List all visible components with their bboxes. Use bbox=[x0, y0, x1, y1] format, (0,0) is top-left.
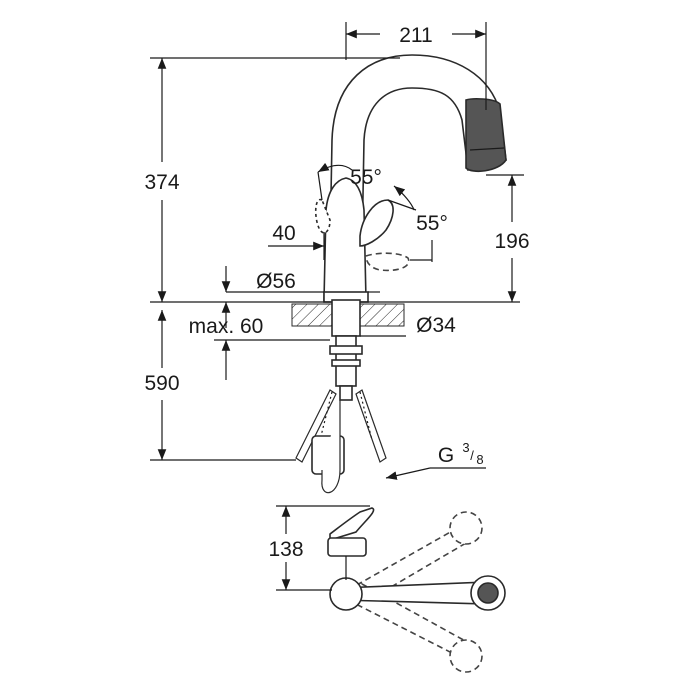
dim-hole-diameter-label: Ø34 bbox=[416, 314, 456, 337]
dim-hose-length-label: 590 bbox=[144, 372, 179, 395]
angle-side-label: 55° bbox=[416, 212, 448, 235]
spray-head bbox=[465, 98, 507, 173]
handle-upright bbox=[314, 198, 331, 234]
dim-plan-depth-label: 138 bbox=[268, 538, 303, 561]
dim-handle-offset-label: 40 bbox=[272, 222, 295, 245]
dim-max-thickness-label: max. 60 bbox=[189, 315, 264, 338]
dim-height-total-label: 374 bbox=[144, 171, 179, 194]
dim-thread: G 3 / 8 bbox=[385, 440, 486, 480]
thread-numerator: 3 bbox=[462, 440, 469, 455]
dim-handle-offset: 40 bbox=[268, 222, 325, 260]
dim-hose-length: 590 bbox=[144, 310, 296, 461]
dim-hole-diameter: Ø34 bbox=[360, 314, 456, 337]
dim-plan-depth: 138 bbox=[268, 505, 370, 591]
faucet-side-view bbox=[314, 54, 507, 303]
dim-width-top-label: 211 bbox=[399, 24, 432, 47]
dim-height-total: 374 bbox=[144, 57, 400, 302]
thread-separator: / bbox=[470, 448, 474, 463]
angle-top-label: 55° bbox=[350, 166, 382, 189]
dim-spout-height: 196 bbox=[486, 174, 530, 302]
countertop bbox=[150, 299, 520, 401]
thread-prefix: G bbox=[438, 444, 454, 467]
handle-lever bbox=[359, 199, 394, 247]
faucet-body bbox=[323, 177, 367, 301]
dim-handle-angles: 55° 55° bbox=[317, 162, 448, 262]
handle-ghost bbox=[365, 252, 410, 272]
thread-denominator: 8 bbox=[476, 452, 483, 467]
dim-width-top: 211 bbox=[345, 22, 487, 110]
faucet-plan-view bbox=[327, 507, 506, 673]
dim-base-diameter: Ø56 bbox=[221, 266, 380, 293]
dim-base-diameter-label: Ø56 bbox=[256, 270, 296, 293]
dim-spout-height-label: 196 bbox=[494, 230, 529, 253]
dim-max-thickness: max. 60 bbox=[189, 302, 330, 380]
supply-hoses bbox=[295, 389, 387, 494]
